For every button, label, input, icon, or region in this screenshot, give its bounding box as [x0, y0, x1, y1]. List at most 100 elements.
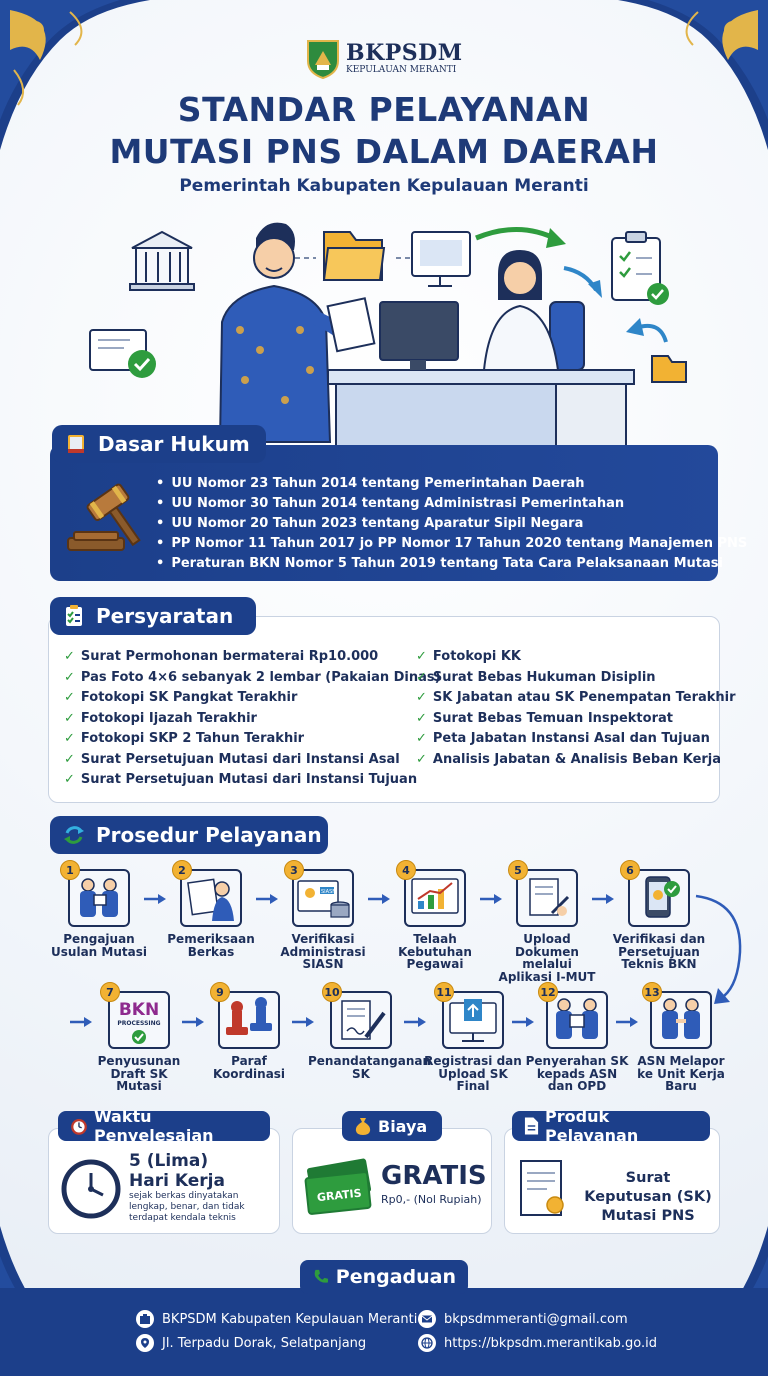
check-icon: ✓ [416, 710, 427, 726]
ornament-corner [618, 0, 768, 150]
checklist-icon [66, 605, 82, 626]
chart-board-illustration [404, 869, 466, 927]
ornament-corner [0, 0, 150, 150]
list-item: UU Nomor 20 Tahun 2023 tentang Aparatur … [156, 514, 716, 534]
section-title: Dasar Hukum [98, 432, 250, 456]
step-label: Upload Dokumen melalui Aplikasi I-MUT [498, 932, 596, 984]
list-item: Peraturan BKN Nomor 5 Tahun 2019 tentang… [156, 554, 723, 574]
monitor-check-icon [89, 329, 156, 378]
list-item: ✓Surat Permohonan bermaterai Rp10.000 [64, 649, 379, 664]
produk-card: Surat Keputusan (SK) Mutasi PNS [504, 1128, 720, 1234]
step-number: 11 [434, 982, 454, 1002]
step-label: Penyusunan Draft SK Mutasi [97, 1054, 181, 1093]
clock-icon [61, 1159, 121, 1219]
list-item: UU Nomor 23 Tahun 2014 tentang Pemerinta… [156, 474, 716, 494]
gavel-icon [67, 483, 141, 551]
footer-website[interactable]: https://bkpsdm.merantikab.go.id [418, 1334, 657, 1352]
step-number: 9 [210, 982, 230, 1002]
biaya-note: Rp0,- (Nol Rupiah) [381, 1193, 482, 1206]
page-subtitle: Pemerintah Kabupaten Kepulauan Meranti [179, 176, 589, 196]
handover-illustration [546, 991, 608, 1049]
footer-office: BKPSDM Kabupaten Kepulauan Meranti [136, 1310, 417, 1328]
arrow-right-icon [144, 894, 166, 904]
step-label: Pengajuan Usulan Mutasi [51, 932, 147, 959]
list-item: ✓Surat Bebas Hukuman Disiplin [416, 669, 656, 685]
office-icon [136, 1310, 154, 1328]
biaya-header: Biaya [342, 1111, 442, 1141]
waktu-header: Waktu Penyelesaian [58, 1107, 270, 1145]
curved-arrow-icon [695, 894, 742, 1004]
produk-value: Surat Keputusan (SK) Mutasi PNS [584, 1170, 712, 1224]
refresh-icon [64, 826, 84, 844]
step-label: Paraf Koordinasi [212, 1054, 286, 1081]
list-item: ✓Surat Bebas Temuan Inspektorat [416, 710, 673, 726]
arrow-right-icon [404, 1017, 426, 1027]
folder-icon [651, 355, 687, 383]
shield-icon [307, 40, 339, 79]
biaya-card: GRATIS GRATIS Rp0,- (Nol Rupiah) [292, 1128, 492, 1234]
check-icon: ✓ [64, 710, 75, 726]
bkpsdm-logo: BKPSDM KEPULAUAN MERANTI [306, 38, 466, 80]
check-icon: ✓ [64, 772, 75, 787]
card-title: Waktu Penyelesaian [93, 1107, 214, 1145]
check-icon: ✓ [416, 751, 427, 767]
step-number: 3 [284, 860, 304, 880]
dasar-hukum-header: Dasar Hukum [52, 425, 266, 463]
civil-servant-man [218, 222, 376, 443]
check-icon: ✓ [64, 731, 75, 746]
monitor-chart-icon [411, 231, 471, 287]
list-item: ✓Fotokopi SKP 2 Tahun Terakhir [64, 731, 305, 746]
arrow-right-icon [592, 894, 614, 904]
persyaratan-section [48, 616, 720, 803]
check-icon: ✓ [416, 690, 427, 705]
check-icon: ✓ [64, 669, 75, 685]
card-title: Pengaduan [335, 1266, 456, 1288]
dasar-hukum-list: UU Nomor 23 Tahun 2014 tentang Pemerinta… [156, 474, 747, 574]
card-title: Produk Pelayanan [545, 1107, 639, 1145]
arrow-right-icon [480, 894, 502, 904]
step-label: Pemeriksaan Berkas [167, 932, 255, 959]
step-number: 2 [172, 860, 192, 880]
step-number: 12 [538, 982, 558, 1002]
clipboard-checklist-icon [611, 231, 669, 305]
upload-monitor-illustration [442, 991, 504, 1049]
step-label: Telaah Kebutuhan Pegawai [398, 932, 472, 971]
step-number: 6 [620, 860, 640, 880]
step-label: Verifikasi dan Persetujuan Teknis BKN [612, 932, 706, 971]
bkn-processing-illustration: BKN PROCESSING [108, 991, 170, 1049]
list-item: UU Nomor 30 Tahun 2014 tentang Administr… [156, 494, 716, 514]
alarm-clock-icon [71, 1119, 87, 1135]
document-review-illustration [180, 869, 242, 927]
list-item: ✓Surat Persetujuan Mutasi dari Instansi … [64, 751, 400, 767]
svg-text:PROCESSING: PROCESSING [117, 1020, 160, 1027]
svg-text:BKN: BKN [119, 1000, 159, 1020]
government-building-icon [129, 230, 195, 291]
folder-icon [322, 231, 386, 281]
persyaratan-list-left: ✓Surat Permohonan bermaterai Rp10.000 ✓P… [64, 647, 441, 791]
phone-verification-illustration [628, 869, 690, 927]
prosedur-header: Prosedur Pelayanan [50, 816, 328, 854]
hero-illustration [89, 222, 687, 450]
arrow-right-icon [256, 894, 278, 904]
step-label: Registrasi dan Upload SK Final [424, 1054, 522, 1093]
step-number: 1 [60, 860, 80, 880]
page-title-line2: MUTASI PNS DALAM DAERAH [109, 132, 659, 171]
logo-title: BKPSDM [346, 40, 463, 66]
stamp-illustration [218, 991, 280, 1049]
arrow-right-icon [70, 1017, 92, 1027]
footer-email[interactable]: bkpsdmmeranti@gmail.com [418, 1310, 628, 1328]
step-label: ASN Melapor ke Unit Kerja Baru [637, 1054, 725, 1093]
signing-illustration [330, 991, 392, 1049]
logo-subtitle: KEPULAUAN MERANTI [346, 65, 457, 75]
siasn-illustration: SIASN [292, 869, 354, 927]
step-number: 5 [508, 860, 528, 880]
step-number: 4 [396, 860, 416, 880]
list-item: ✓Fotokopi Ijazah Terakhir [64, 710, 257, 726]
money-bag-icon [355, 1118, 371, 1135]
upload-document-illustration [516, 869, 578, 927]
arrow-right-icon [292, 1017, 314, 1027]
money-bill-icon: GRATIS [304, 1158, 372, 1215]
check-icon: ✓ [64, 751, 75, 767]
phone-icon [314, 1269, 328, 1283]
